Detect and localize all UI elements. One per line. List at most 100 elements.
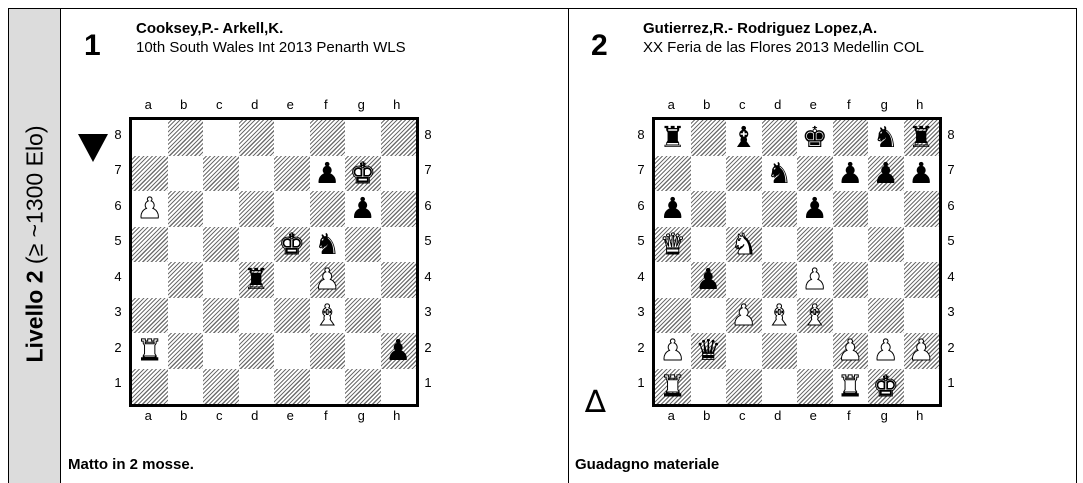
file-label: a [667, 408, 675, 423]
file-label: f [323, 97, 328, 112]
square-f6 [832, 191, 868, 227]
rank-label: 3 [114, 304, 122, 319]
black-pawn-icon: ♟ [695, 262, 722, 296]
rank-label: 4 [637, 268, 645, 284]
square-g7 [345, 155, 381, 191]
file-label: b [180, 97, 188, 112]
file-label: g [880, 97, 888, 112]
square-h8 [903, 120, 939, 156]
event: XX Feria de las Flores 2013 Medellin COL [643, 39, 924, 56]
square-d2 [761, 333, 797, 369]
square-h6 [903, 191, 939, 227]
square-f1 [832, 368, 868, 404]
square-f1 [309, 368, 345, 404]
square-f5 [309, 226, 345, 262]
rank-label: 4 [947, 268, 955, 284]
square-g1 [868, 368, 904, 404]
rank-label: 1 [947, 375, 955, 390]
rank-label: 7 [947, 162, 955, 177]
square-f6 [309, 191, 345, 227]
square-b1 [167, 368, 203, 404]
square-e2 [274, 333, 310, 369]
file-label: f [846, 408, 851, 423]
black-pawn-icon: ♟ [837, 155, 864, 190]
square-d2 [238, 333, 274, 369]
square-e3 [797, 297, 833, 333]
square-g8 [345, 120, 381, 156]
square-h7 [380, 155, 416, 191]
square-b7 [167, 155, 203, 191]
square-b2 [167, 333, 203, 369]
square-h6 [380, 191, 416, 227]
square-g2 [868, 333, 904, 369]
square-d4 [238, 262, 274, 298]
white-rook-icon: ♜ [136, 333, 163, 368]
square-a8 [132, 120, 168, 156]
white-king-icon: ♚ [349, 155, 376, 190]
file-label: f [323, 408, 328, 423]
white-pawn-icon: ♟ [136, 191, 163, 226]
rank-label: 6 [947, 197, 955, 213]
black-pawn-icon: ♟ [349, 191, 376, 225]
square-c1 [726, 368, 762, 404]
rank-label: 5 [424, 233, 432, 248]
file-label: e [286, 97, 294, 112]
rank-label: 2 [114, 339, 122, 355]
square-c8 [726, 120, 762, 156]
rank-label: 3 [637, 304, 645, 319]
square-h3 [903, 297, 939, 333]
square-h4 [903, 262, 939, 298]
square-a1 [132, 368, 168, 404]
black-king-icon: ♚ [801, 120, 828, 154]
square-d1 [238, 368, 274, 404]
square-d7 [238, 155, 274, 191]
rank-label: 4 [114, 268, 122, 284]
black-bishop-icon: ♝ [730, 120, 757, 154]
square-h5 [903, 226, 939, 262]
square-b4 [167, 262, 203, 298]
file-label: g [357, 408, 365, 423]
square-g3 [868, 297, 904, 333]
players: Cooksey,P.- Arkell,K. [136, 20, 284, 37]
square-a5 [132, 226, 168, 262]
file-label: a [144, 97, 152, 112]
white-king-icon: ♚ [278, 226, 305, 261]
square-f5 [832, 226, 868, 262]
square-e7 [797, 155, 833, 191]
square-h2 [903, 333, 939, 369]
rank-label: 8 [114, 126, 122, 142]
black-knight-icon: ♞ [314, 226, 341, 261]
square-b3 [690, 297, 726, 333]
puzzle-panel-1: 1 Cooksey,P.- Arkell,K. 10th South Wales… [62, 9, 568, 483]
task-text: Guadagno materiale [575, 456, 720, 473]
rank-label: 3 [947, 304, 955, 319]
rank-label: 8 [424, 126, 432, 142]
white-pawn-icon: ♟ [659, 333, 686, 368]
file-label: b [180, 408, 188, 423]
rank-label: 7 [114, 162, 122, 177]
white-queen-icon: ♛ [659, 226, 686, 261]
task-text: Matto in 2 mosse. [68, 456, 194, 473]
square-f3 [832, 297, 868, 333]
black-knight-icon: ♞ [766, 155, 793, 190]
black-to-move-icon [78, 134, 108, 162]
square-c5 [203, 226, 239, 262]
black-rook-icon: ♜ [659, 120, 686, 154]
square-b8 [167, 120, 203, 156]
square-c2 [726, 333, 762, 369]
square-f2 [309, 333, 345, 369]
file-label: h [393, 408, 401, 423]
black-rook-icon: ♜ [908, 120, 935, 154]
square-a5 [655, 226, 691, 262]
rank-label: 1 [114, 375, 122, 390]
file-label: e [286, 408, 294, 423]
file-label: a [667, 97, 675, 112]
square-a7 [655, 155, 691, 191]
file-label: d [251, 408, 259, 423]
square-e4 [797, 262, 833, 298]
square-e2 [797, 333, 833, 369]
square-g7 [868, 155, 904, 191]
square-d5 [761, 226, 797, 262]
white-to-move-symbol: ∆ [585, 384, 606, 420]
square-h1 [380, 368, 416, 404]
